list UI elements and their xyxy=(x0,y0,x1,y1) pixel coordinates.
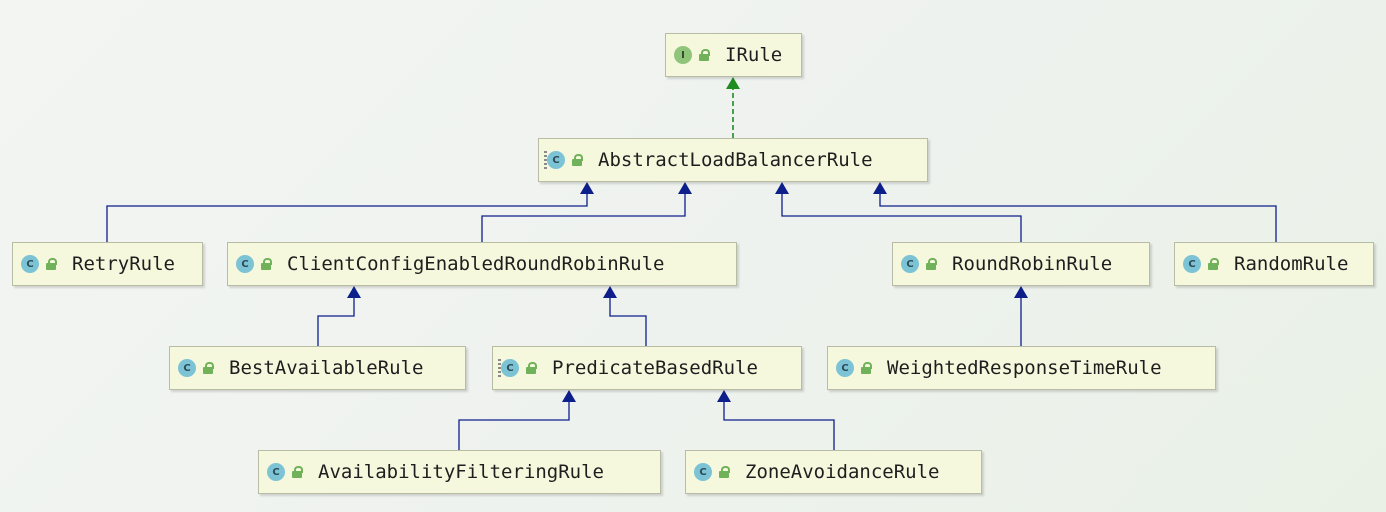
implements-edge-abstract-load-balancer-rule xyxy=(726,77,740,138)
class-node-irule[interactable]: I IRule xyxy=(665,33,802,77)
class-name-label: RoundRobinRule xyxy=(952,253,1113,275)
lock-open-icon xyxy=(570,153,584,167)
lock-open-icon xyxy=(924,257,938,271)
lock-open-icon xyxy=(1206,257,1220,271)
extends-edge-predicate-based-rule xyxy=(603,286,647,346)
lock-open-icon xyxy=(859,361,873,375)
extends-edge-availability-filtering-rule xyxy=(458,390,576,450)
abstract-class-icon: C xyxy=(501,359,519,377)
class-name-label: IRule xyxy=(725,44,783,66)
lock-open-icon xyxy=(290,465,304,479)
class-node-availability-filtering-rule[interactable]: C AvailabilityFilteringRule xyxy=(258,450,661,494)
class-name-label: BestAvailableRule xyxy=(229,357,424,379)
abstract-class-icon: C xyxy=(547,151,565,169)
class-name-label: RetryRule xyxy=(72,253,175,275)
class-name-label: WeightedResponseTimeRule xyxy=(887,357,1162,379)
class-name-label: AvailabilityFilteringRule xyxy=(318,461,604,483)
class-icon: C xyxy=(901,255,919,273)
class-node-round-robin-rule[interactable]: C RoundRobinRule xyxy=(892,242,1150,286)
extends-edge-retry-rule xyxy=(106,182,594,242)
extends-edge-best-available-rule xyxy=(317,286,361,346)
class-node-zone-avoidance-rule[interactable]: C ZoneAvoidanceRule xyxy=(685,450,982,494)
class-icon: C xyxy=(836,359,854,377)
extends-edge-round-robin-rule xyxy=(775,182,1022,242)
class-icon: C xyxy=(21,255,39,273)
lock-open-icon xyxy=(44,257,58,271)
lock-open-icon xyxy=(524,361,538,375)
class-node-abstract-load-balancer-rule[interactable]: C AbstractLoadBalancerRule xyxy=(538,138,928,182)
lock-open-icon xyxy=(717,465,731,479)
extends-edge-zone-avoidance-rule xyxy=(717,390,835,450)
lock-open-icon xyxy=(259,257,273,271)
class-name-label: ClientConfigEnabledRoundRobinRule xyxy=(287,253,665,275)
class-node-predicate-based-rule[interactable]: C PredicateBasedRule xyxy=(492,346,802,390)
class-icon: C xyxy=(267,463,285,481)
class-icon: C xyxy=(178,359,196,377)
extends-edge-random-rule xyxy=(873,182,1277,242)
extends-edge-client-config-enabled-round-robin-rule xyxy=(481,182,692,242)
class-node-client-config-enabled-round-robin-rule[interactable]: C ClientConfigEnabledRoundRobinRule xyxy=(227,242,737,286)
class-node-best-available-rule[interactable]: C BestAvailableRule xyxy=(169,346,466,390)
class-node-retry-rule[interactable]: C RetryRule xyxy=(12,242,203,286)
lock-open-icon xyxy=(697,48,711,62)
interface-icon: I xyxy=(674,46,692,64)
class-name-label: RandomRule xyxy=(1234,253,1349,275)
class-name-label: AbstractLoadBalancerRule xyxy=(598,149,873,171)
class-name-label: PredicateBasedRule xyxy=(552,357,758,379)
class-node-random-rule[interactable]: C RandomRule xyxy=(1174,242,1374,286)
class-icon: C xyxy=(1183,255,1201,273)
class-icon: C xyxy=(694,463,712,481)
extends-edge-weighted-response-time-rule xyxy=(1014,286,1028,346)
class-name-label: ZoneAvoidanceRule xyxy=(745,461,940,483)
class-icon: C xyxy=(236,255,254,273)
class-node-weighted-response-time-rule[interactable]: C WeightedResponseTimeRule xyxy=(827,346,1216,390)
lock-open-icon xyxy=(201,361,215,375)
